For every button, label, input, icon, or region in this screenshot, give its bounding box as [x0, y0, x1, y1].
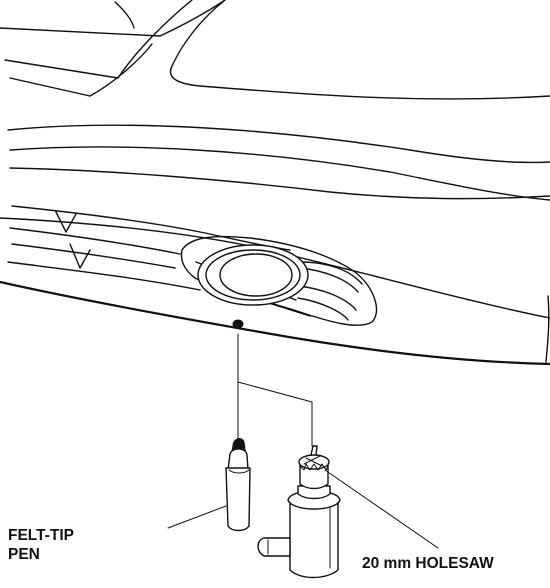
holesaw-label: 20 mm HOLESAW: [362, 555, 494, 572]
bumper-grille-recess: [7, 205, 291, 291]
hood-outline: [0, 0, 550, 100]
mark-leader-lines: [237, 333, 313, 447]
felt-tip-pen-icon: [225, 438, 251, 532]
fog-light: [180, 235, 378, 326]
holesaw-icon: [257, 445, 341, 579]
pen-label-leader: [167, 505, 227, 529]
bumper-bottom-edge: [0, 280, 550, 366]
pen-label-line1: FELT-TIP: [8, 527, 74, 544]
pen-label-line2: PEN: [8, 546, 40, 563]
drill-mark-dot: [232, 319, 244, 329]
holesaw-label-leader: [324, 469, 439, 549]
